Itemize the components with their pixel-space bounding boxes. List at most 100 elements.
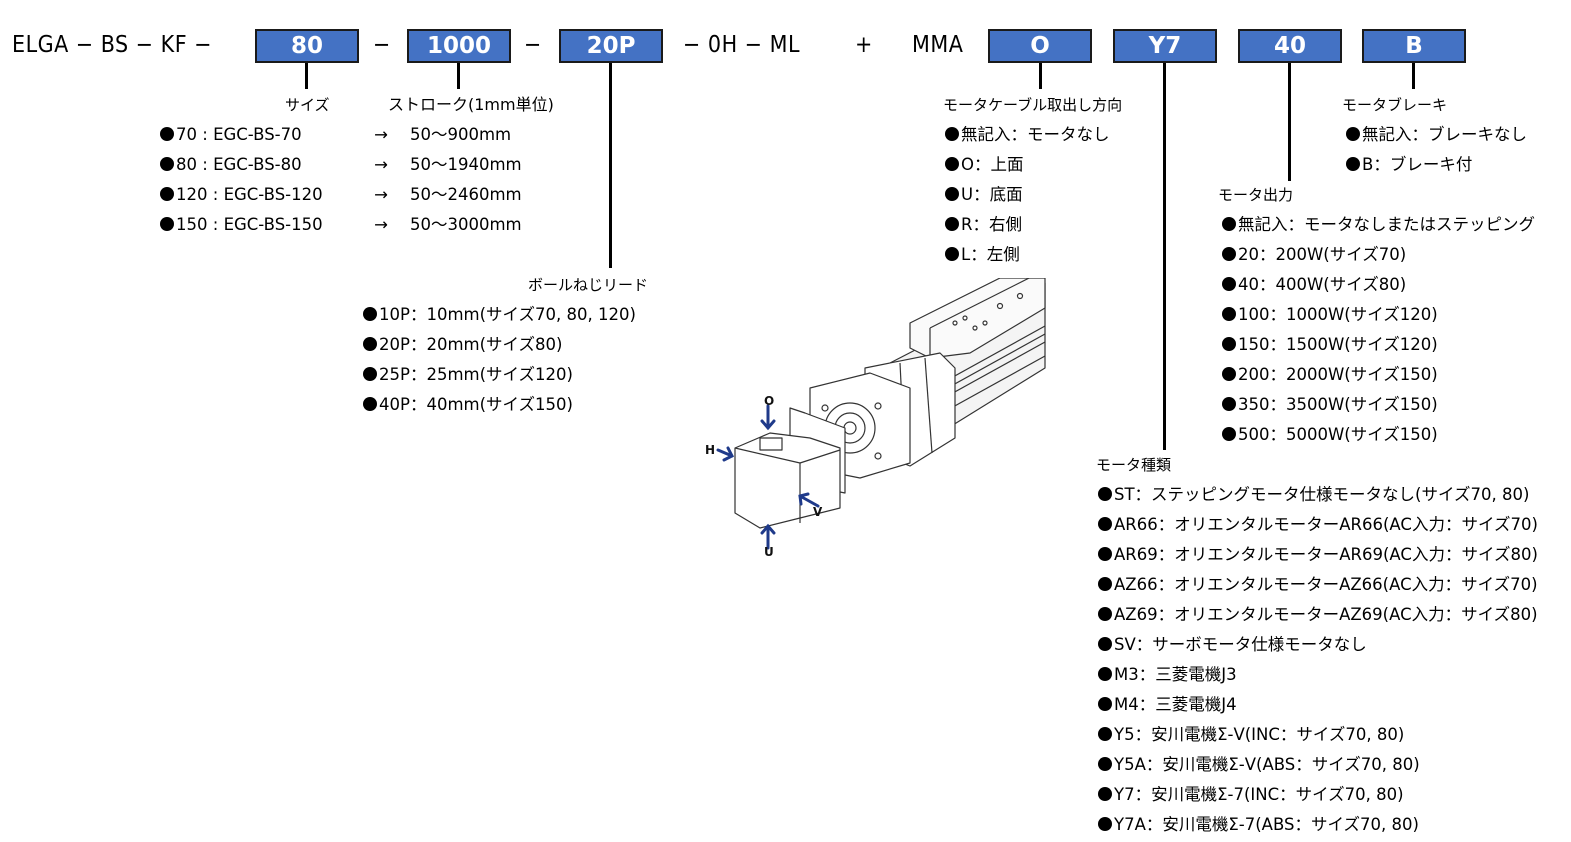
bullet-icon	[1098, 757, 1112, 771]
bullet-icon	[945, 217, 959, 231]
motor-output-item: 200：2000W(サイズ150)	[1222, 360, 1535, 390]
code-box-motor-output: 40	[1238, 29, 1342, 63]
bullet-icon	[945, 157, 959, 171]
bullet-icon	[1222, 307, 1236, 321]
bullet-icon	[363, 397, 377, 411]
bullet-icon	[1098, 697, 1112, 711]
connector-line-size	[305, 63, 308, 89]
lead-item: 10P：10mm(サイズ70, 80, 120)	[363, 300, 636, 330]
right-arrow-icon: →	[374, 185, 388, 204]
cable-direction-item: U：底面	[945, 180, 1110, 210]
bullet-icon	[160, 127, 174, 141]
stroke-item: →50～900mm	[352, 120, 522, 150]
size-heading: サイズ	[285, 96, 330, 114]
connector-line-motor-output	[1288, 63, 1291, 181]
arrow-side-icon	[798, 492, 820, 508]
motor-type-item: Y5A：安川電機Σ-V(ABS：サイズ70, 80)	[1098, 750, 1538, 780]
code-box-motor-type: Y7	[1113, 29, 1217, 63]
right-arrow-icon: →	[374, 125, 388, 144]
bullet-icon	[1222, 217, 1236, 231]
bullet-icon	[1222, 247, 1236, 261]
motor-output-item: 150：1500W(サイズ120)	[1222, 330, 1535, 360]
direction-label-side: V	[813, 505, 823, 519]
bullet-icon	[1098, 517, 1112, 531]
bullet-icon	[1098, 487, 1112, 501]
cable-direction-item: 無記入：モータなし	[945, 120, 1110, 150]
direction-label-bottom: U	[764, 545, 774, 558]
motor-type-item: Y7：安川電機Σ-7(INC：サイズ70, 80)	[1098, 780, 1538, 810]
bullet-icon	[1222, 427, 1236, 441]
lead-item: 40P：40mm(サイズ150)	[363, 390, 636, 420]
motor-output-item: 無記入：モータなしまたはステッピング	[1222, 210, 1535, 240]
motor-output-item: 40：400W(サイズ80)	[1222, 270, 1535, 300]
right-arrow-icon: →	[374, 155, 388, 174]
motor-type-item: M3：三菱電機J3	[1098, 660, 1538, 690]
bullet-icon	[1222, 277, 1236, 291]
bullet-icon	[363, 307, 377, 321]
code-separator: −	[524, 32, 542, 58]
motor-type-heading: モータ種類	[1096, 456, 1172, 474]
motor-type-item: SV：サーボモータ仕様モータなし	[1098, 630, 1538, 660]
code-box-brake: B	[1362, 29, 1466, 63]
motor-output-item: 100：1000W(サイズ120)	[1222, 300, 1535, 330]
bullet-icon	[945, 247, 959, 261]
brake-heading: モータブレーキ	[1342, 96, 1448, 114]
lead-list: 10P：10mm(サイズ70, 80, 120) 20P：20mm(サイズ80)…	[363, 300, 636, 420]
actuator-drawing: O H V U	[705, 269, 1046, 559]
code-box-size: 80	[255, 29, 359, 63]
code-middle: − 0H − ML	[683, 32, 800, 58]
size-item: 80 : EGC-BS-80	[160, 150, 323, 180]
bullet-icon	[1098, 547, 1112, 561]
code-prefix: ELGA − BS − KF −	[12, 32, 213, 58]
bullet-icon	[1222, 337, 1236, 351]
carriage	[909, 277, 1046, 359]
bullet-icon	[160, 217, 174, 231]
bullet-icon	[1346, 157, 1360, 171]
motor-type-item: AZ69：オリエンタルモーターAZ69(AC入力：サイズ80)	[1098, 600, 1538, 630]
motor-output-item: 350：3500W(サイズ150)	[1222, 390, 1535, 420]
bullet-icon	[363, 367, 377, 381]
code-motor-prefix: MMA	[912, 32, 964, 58]
bullet-icon	[1098, 637, 1112, 651]
bullet-icon	[945, 187, 959, 201]
size-list: 70 : EGC-BS-70 80 : EGC-BS-80 120 : EGC-…	[160, 120, 323, 240]
code-plus: +	[855, 32, 873, 58]
bullet-icon	[363, 337, 377, 351]
connector-line-cable-direction	[1039, 63, 1042, 89]
right-arrow-icon: →	[374, 215, 388, 234]
motor-output-list: 無記入：モータなしまたはステッピング 20：200W(サイズ70) 40：400…	[1222, 210, 1535, 450]
cable-direction-item: O：上面	[945, 150, 1110, 180]
stroke-list: →50～900mm →50～1940mm →50～2460mm →50～3000…	[352, 120, 522, 240]
cable-direction-item: L：左側	[945, 240, 1110, 270]
motor-output-item: 20：200W(サイズ70)	[1222, 240, 1535, 270]
lead-heading: ボールねじリード	[528, 276, 649, 294]
code-box-stroke: 1000	[407, 29, 511, 63]
bullet-icon	[1098, 727, 1112, 741]
code-box-cable-direction: O	[988, 29, 1092, 63]
direction-label-top: O	[764, 394, 774, 408]
bullet-icon	[945, 127, 959, 141]
bullet-icon	[1098, 817, 1112, 831]
stroke-item: →50～2460mm	[352, 180, 522, 210]
bullet-icon	[1098, 667, 1112, 681]
lead-item: 20P：20mm(サイズ80)	[363, 330, 636, 360]
stroke-heading: ストローク(1mm単位)	[388, 95, 554, 114]
cable-direction-heading: モータケーブル取出し方向	[943, 96, 1123, 114]
size-item: 70 : EGC-BS-70	[160, 120, 323, 150]
direction-label-rear: H	[705, 443, 715, 457]
size-item: 120 : EGC-BS-120	[160, 180, 323, 210]
motor-type-item: AR69：オリエンタルモーターAR69(AC入力：サイズ80)	[1098, 540, 1538, 570]
bullet-icon	[1222, 397, 1236, 411]
stroke-item: →50～1940mm	[352, 150, 522, 180]
motor-output-heading: モータ出力	[1218, 186, 1294, 204]
code-separator: −	[373, 32, 391, 58]
bullet-icon	[1222, 367, 1236, 381]
connector-line-motor-type	[1163, 63, 1166, 450]
cable-direction-item: R：右側	[945, 210, 1110, 240]
bullet-icon	[1098, 787, 1112, 801]
arrow-bottom-icon	[760, 523, 776, 550]
bullet-icon	[160, 187, 174, 201]
brake-item: B：ブレーキ付	[1346, 150, 1527, 180]
motor-type-item: AR66：オリエンタルモーターAR66(AC入力：サイズ70)	[1098, 510, 1538, 540]
connector-line-brake	[1412, 63, 1415, 89]
